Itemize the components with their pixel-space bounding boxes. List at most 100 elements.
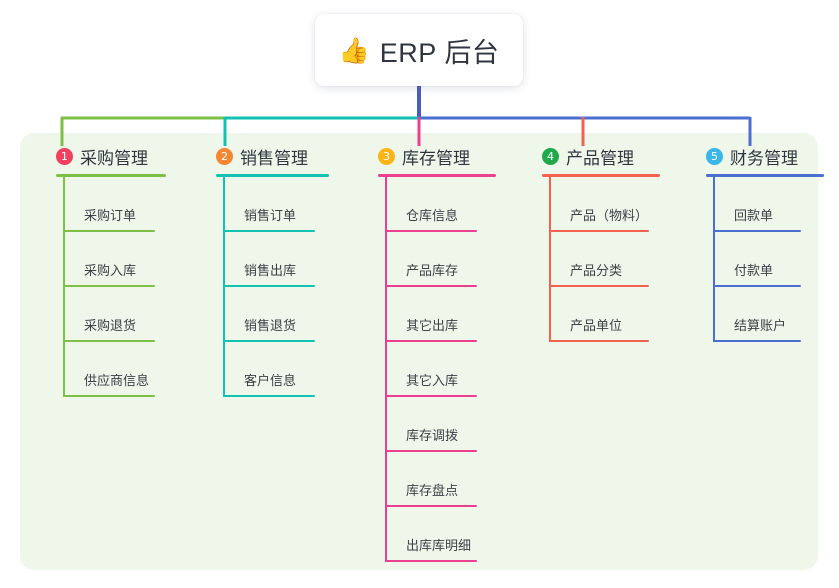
leaf-rule — [63, 285, 155, 287]
branch-rule-5 — [706, 174, 824, 177]
leaf-item[interactable]: 产品分类 — [542, 232, 660, 287]
leaf-rule — [549, 285, 649, 287]
leaf-label: 销售出库 — [244, 263, 297, 278]
leaf-label: 采购退货 — [84, 318, 137, 333]
leaf-label: 出库库明细 — [406, 538, 472, 553]
branch-rule-4 — [542, 174, 660, 177]
leaf-rule — [713, 230, 801, 232]
leaf-rule — [385, 560, 477, 562]
leaf-rule — [223, 340, 315, 342]
leaf-rule — [713, 340, 801, 342]
branch-title-1: 采购管理 — [80, 148, 148, 168]
leaf-rule — [713, 285, 801, 287]
leaf-label: 产品库存 — [406, 263, 459, 278]
leaf-item[interactable]: 采购退货 — [56, 287, 166, 342]
branch-header-4[interactable]: 4 产品管理 — [524, 144, 660, 168]
branch-title-2: 销售管理 — [240, 148, 308, 168]
leaf-rule — [63, 340, 155, 342]
branch-header-1[interactable]: 1 采购管理 — [38, 144, 166, 168]
leaf-item[interactable]: 供应商信息 — [56, 342, 166, 397]
branch-items-5: 回款单付款单结算账户 — [706, 177, 824, 342]
leaf-item[interactable]: 其它入库 — [378, 342, 496, 397]
leaf-label: 采购入库 — [84, 263, 137, 278]
branch-spine-1 — [63, 177, 65, 397]
leaf-item[interactable]: 产品库存 — [378, 232, 496, 287]
root-node[interactable]: 👍 ERP 后台 — [315, 14, 523, 86]
branch-spine-5 — [713, 177, 715, 342]
branch-badge-3: 3 — [378, 147, 395, 165]
leaf-rule — [223, 285, 315, 287]
branch-items-1: 采购订单采购入库采购退货供应商信息 — [56, 177, 166, 397]
branch-title-4: 产品管理 — [566, 148, 634, 168]
leaf-label: 付款单 — [734, 263, 774, 278]
branch-badge-2: 2 — [216, 147, 233, 165]
branch-rule-2 — [216, 174, 329, 177]
leaf-label: 销售退货 — [244, 318, 297, 333]
leaf-rule — [549, 340, 649, 342]
leaf-label: 库存盘点 — [406, 483, 459, 498]
root-title: ERP 后台 — [379, 37, 500, 68]
leaf-item[interactable]: 仓库信息 — [378, 177, 496, 232]
thumbs-up-icon: 👍 — [338, 35, 370, 65]
leaf-item[interactable]: 其它出库 — [378, 287, 496, 342]
leaf-rule — [385, 395, 477, 397]
leaf-item[interactable]: 采购入库 — [56, 232, 166, 287]
branch-badge-1: 1 — [56, 147, 73, 165]
branch-header-2[interactable]: 2 销售管理 — [198, 144, 329, 168]
leaf-rule — [385, 505, 477, 507]
leaf-rule — [385, 230, 477, 232]
leaf-label: 产品分类 — [570, 263, 623, 278]
branch-items-4: 产品（物料） 产品分类产品单位 — [542, 177, 660, 342]
leaf-item[interactable]: 客户信息 — [216, 342, 329, 397]
branch-rule-3 — [378, 174, 496, 177]
leaf-label: 仓库信息 — [406, 208, 459, 223]
branch-title-3: 库存管理 — [402, 148, 470, 168]
leaf-item[interactable]: 销售出库 — [216, 232, 329, 287]
branch-items-3: 仓库信息产品库存其它出库其它入库库存调拨库存盘点出库库明细 — [378, 177, 496, 562]
leaf-label: 产品单位 — [570, 318, 623, 333]
branch-badge-4: 4 — [542, 147, 559, 165]
branch-rule-1 — [56, 174, 166, 177]
branch-3: 3 库存管理仓库信息产品库存其它出库其它入库库存调拨库存盘点出库库明细 — [360, 144, 496, 562]
leaf-label: 产品（物料） — [570, 208, 649, 223]
leaf-item[interactable]: 采购订单 — [56, 177, 166, 232]
branch-spine-2 — [223, 177, 225, 397]
branch-1: 1 采购管理采购订单采购入库采购退货供应商信息 — [38, 144, 166, 397]
leaf-item[interactable]: 库存盘点 — [378, 452, 496, 507]
leaf-rule — [385, 340, 477, 342]
leaf-rule — [549, 230, 649, 232]
leaf-label: 回款单 — [734, 208, 774, 223]
branch-2: 2 销售管理销售订单销售出库销售退货客户信息 — [198, 144, 329, 397]
leaf-rule — [223, 230, 315, 232]
diagram-panel — [20, 133, 818, 570]
branch-badge-5: 5 — [706, 147, 723, 165]
leaf-item[interactable]: 库存调拨 — [378, 397, 496, 452]
branch-spine-3 — [385, 177, 387, 562]
leaf-label: 供应商信息 — [84, 373, 150, 388]
leaf-label: 其它出库 — [406, 318, 459, 333]
branch-spine-4 — [549, 177, 551, 342]
leaf-label: 采购订单 — [84, 208, 137, 223]
leaf-item[interactable]: 销售订单 — [216, 177, 329, 232]
leaf-item[interactable]: 回款单 — [706, 177, 824, 232]
leaf-label: 结算账户 — [734, 318, 787, 333]
leaf-label: 其它入库 — [406, 373, 459, 388]
leaf-rule — [63, 395, 155, 397]
leaf-label: 客户信息 — [244, 373, 297, 388]
leaf-item[interactable]: 付款单 — [706, 232, 824, 287]
branch-4: 4 产品管理产品（物料） 产品分类产品单位 — [524, 144, 660, 342]
leaf-rule — [385, 450, 477, 452]
leaf-item[interactable]: 出库库明细 — [378, 507, 496, 562]
leaf-label: 销售订单 — [244, 208, 297, 223]
branch-header-3[interactable]: 3 库存管理 — [360, 144, 496, 168]
leaf-item[interactable]: 产品（物料） — [542, 177, 660, 232]
leaf-rule — [223, 395, 315, 397]
leaf-rule — [385, 285, 477, 287]
leaf-item[interactable]: 产品单位 — [542, 287, 660, 342]
leaf-item[interactable]: 销售退货 — [216, 287, 329, 342]
branch-items-2: 销售订单销售出库销售退货客户信息 — [216, 177, 329, 397]
leaf-item[interactable]: 结算账户 — [706, 287, 824, 342]
